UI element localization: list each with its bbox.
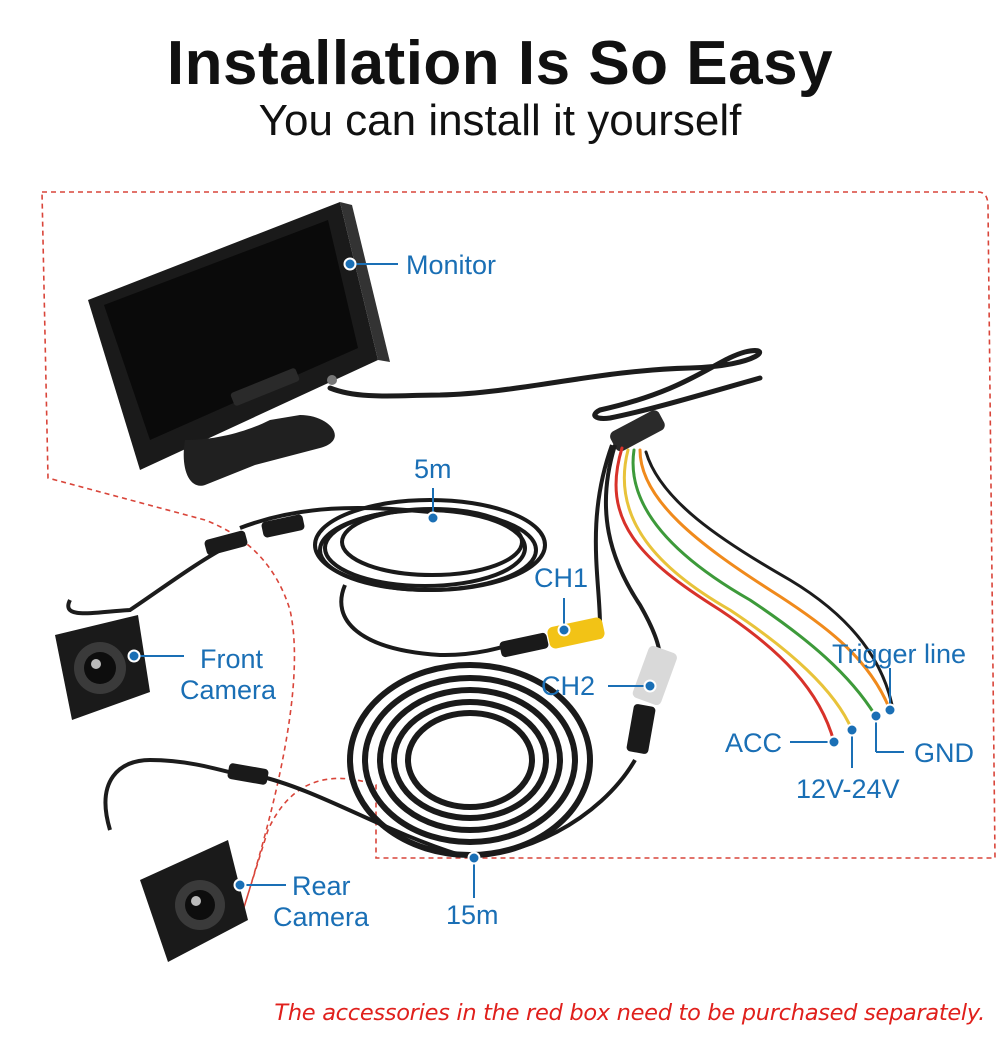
label-gnd: GND [914,738,974,768]
5m-plug [261,514,305,538]
power-wires [614,446,894,744]
monitor-cable [327,348,763,421]
ch1-ch2-cable [603,444,662,681]
cable-junction [610,410,665,452]
ch2-connector [632,645,677,706]
page-subtitle: You can install it yourself [258,96,742,145]
label-rear-camera-line1: Rear [292,871,351,901]
ch1-rca-connector [547,617,605,649]
label-front-camera-line1: Front [200,644,264,674]
label-acc: ACC [725,728,782,758]
label-5m-cable: 5m [414,454,452,484]
label-front-camera-line2: Camera [180,675,277,705]
label-voltage: 12V-24V [796,774,900,804]
label-ch2: CH2 [541,671,595,701]
page-title: Installation Is So Easy [166,29,834,98]
front-camera [55,530,248,720]
label-monitor: Monitor [406,250,496,280]
monitor [88,202,390,486]
purchase-note: The accessories in the red box need to b… [274,1000,985,1026]
separate-purchase-box [41,191,996,921]
rear-camera [103,757,269,962]
ch1-cable-lead [593,444,614,626]
ch2-plug [626,704,656,754]
label-trigger-line: Trigger line [832,639,966,669]
label-15m-cable: 15m [446,900,499,930]
label-rear-camera-line2: Camera [273,902,370,932]
callout-leaders [127,257,904,898]
label-ch1: CH1 [534,563,588,593]
ch1-cable-plug [499,632,549,658]
